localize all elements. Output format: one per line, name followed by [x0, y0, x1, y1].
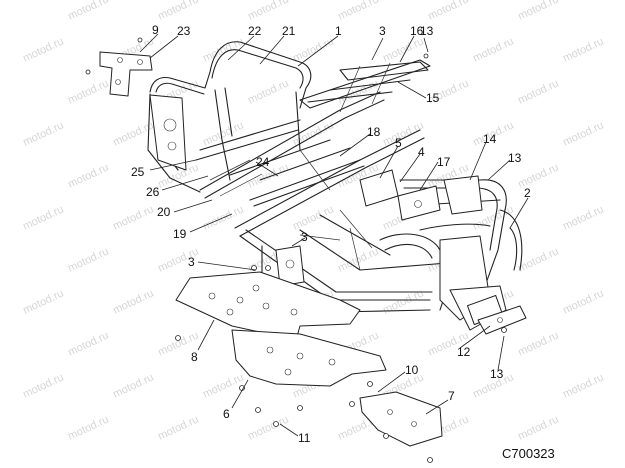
watermark-text: motod.ru — [66, 77, 110, 106]
watermark-text: motod.ru — [246, 77, 290, 106]
callout-1: 1 — [335, 24, 342, 38]
main-frame — [147, 41, 523, 331]
watermark-text: motod.ru — [66, 245, 110, 274]
callout-7: 7 — [448, 389, 455, 403]
watermark-text: motod.ru — [561, 35, 605, 64]
watermark-text: motod.ru — [291, 35, 335, 64]
callout-14: 14 — [483, 132, 497, 146]
watermark-text: motod.ru — [66, 0, 110, 23]
watermark-text: motod.ru — [111, 287, 155, 316]
watermark-text: motod.ru — [21, 371, 65, 400]
callout-13-top: 13 — [420, 24, 434, 38]
leader-lines — [139, 33, 529, 437]
callout-5: 5 — [395, 136, 402, 150]
callout-24: 24 — [256, 155, 270, 169]
watermark-text: motod.ru — [291, 203, 335, 232]
watermark-text: motod.ru — [561, 119, 605, 148]
callout-15: 15 — [426, 91, 440, 105]
skid-plate-8 — [175, 271, 361, 341]
watermark-text: motod.ru — [21, 35, 65, 64]
watermark-text: motod.ru — [21, 119, 65, 148]
watermark-text: motod.ru — [246, 413, 290, 442]
callout-3-mid: 3 — [301, 230, 308, 244]
watermark-text: motod.ru — [426, 0, 470, 23]
watermark-text: motod.ru — [156, 0, 200, 23]
watermark-text: motod.ru — [516, 161, 560, 190]
callout-20: 20 — [157, 205, 171, 219]
watermark-text: motod.ru — [561, 203, 605, 232]
watermark-text: motod.ru — [246, 0, 290, 23]
callout-21: 21 — [282, 24, 296, 38]
watermark-text: motod.ru — [66, 329, 110, 358]
diagram-code: C700323 — [502, 446, 555, 461]
fasteners — [85, 37, 507, 463]
rear-bracket — [99, 51, 153, 97]
watermark-text: motod.ru — [66, 413, 110, 442]
watermark-text: motod.ru — [516, 329, 560, 358]
callout-13-bottom: 13 — [490, 367, 504, 381]
callout-labels: 1 2 3 3 3 4 5 6 7 8 9 10 11 12 13 13 13 … — [131, 23, 531, 445]
callout-19: 19 — [173, 227, 187, 241]
watermark-text: motod.ru — [516, 413, 560, 442]
watermark-text: motod.ru — [66, 161, 110, 190]
watermark-text: motod.ru — [336, 0, 380, 23]
callout-10: 10 — [405, 363, 419, 377]
callout-11: 11 — [298, 431, 311, 445]
callout-12: 12 — [457, 345, 471, 359]
watermark-text: motod.ru — [471, 35, 515, 64]
watermark-text: motod.ru — [561, 287, 605, 316]
callout-13-right: 13 — [508, 151, 522, 165]
callout-22: 22 — [248, 24, 262, 38]
skid-plate-6 — [231, 329, 387, 387]
watermark-text: motod.ru — [156, 413, 200, 442]
callout-26: 26 — [146, 185, 160, 199]
watermark-text: motod.ru — [111, 203, 155, 232]
watermark-text: motod.ru — [516, 0, 560, 23]
skid-plate-7 — [359, 391, 443, 447]
callout-23: 23 — [177, 24, 191, 38]
watermark-text: motod.ru — [111, 371, 155, 400]
front-bracket-12 — [477, 305, 527, 335]
callout-25: 25 — [131, 165, 145, 179]
watermark-text: motod.ru — [336, 77, 380, 106]
callout-6: 6 — [223, 407, 230, 421]
callout-4: 4 — [418, 145, 425, 159]
watermark-text: motod.ru — [21, 287, 65, 316]
watermark-text: motod.ru — [336, 245, 380, 274]
callout-9: 9 — [152, 23, 159, 37]
watermark-text: motod.ru — [516, 77, 560, 106]
callout-16: 16 — [410, 24, 424, 38]
callout-8: 8 — [191, 350, 198, 364]
callout-3-top: 3 — [379, 24, 386, 38]
callout-3-left: 3 — [188, 255, 195, 269]
callout-17: 17 — [437, 155, 451, 169]
watermark-text: motod.ru — [21, 203, 65, 232]
callout-2: 2 — [524, 186, 531, 200]
callout-18: 18 — [367, 125, 381, 139]
watermark-text: motod.ru — [561, 371, 605, 400]
watermark-text: motod.ru — [516, 245, 560, 274]
